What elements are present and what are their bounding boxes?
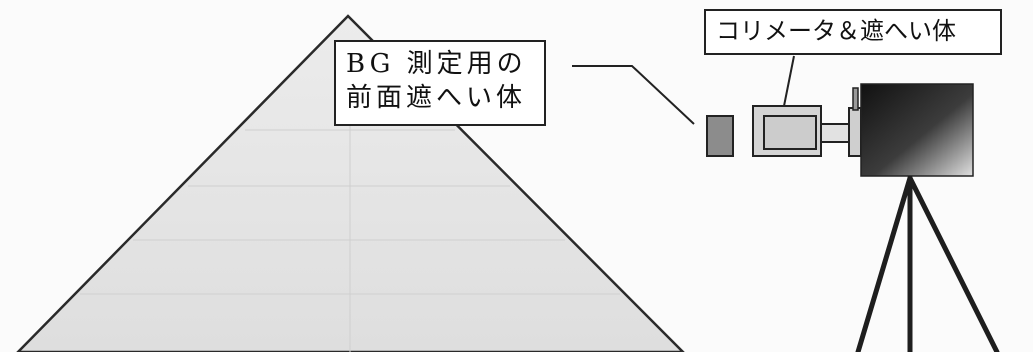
- collimator-inner: [763, 115, 817, 150]
- bg-shield-leader-line: [572, 65, 695, 125]
- bg-front-shield-label-box: BG 測定用の 前面遮へい体: [334, 40, 546, 126]
- collimator-shield-label-box: コリメータ＆遮へい体: [704, 9, 1002, 55]
- detector-body: [860, 83, 974, 177]
- detector-flange: [848, 107, 862, 157]
- bg-shield-label-line2: 前面遮へい体: [346, 83, 527, 113]
- bg-shield-label-line1: BG 測定用の: [346, 49, 527, 79]
- tripod: [855, 175, 1000, 352]
- front-shield-block: [706, 115, 734, 157]
- detector-handle: [852, 87, 859, 111]
- pyramid-faint-lines: [80, 120, 620, 352]
- collimator-shield-label: コリメータ＆遮へい体: [716, 17, 956, 45]
- collimator-connector: [820, 123, 850, 143]
